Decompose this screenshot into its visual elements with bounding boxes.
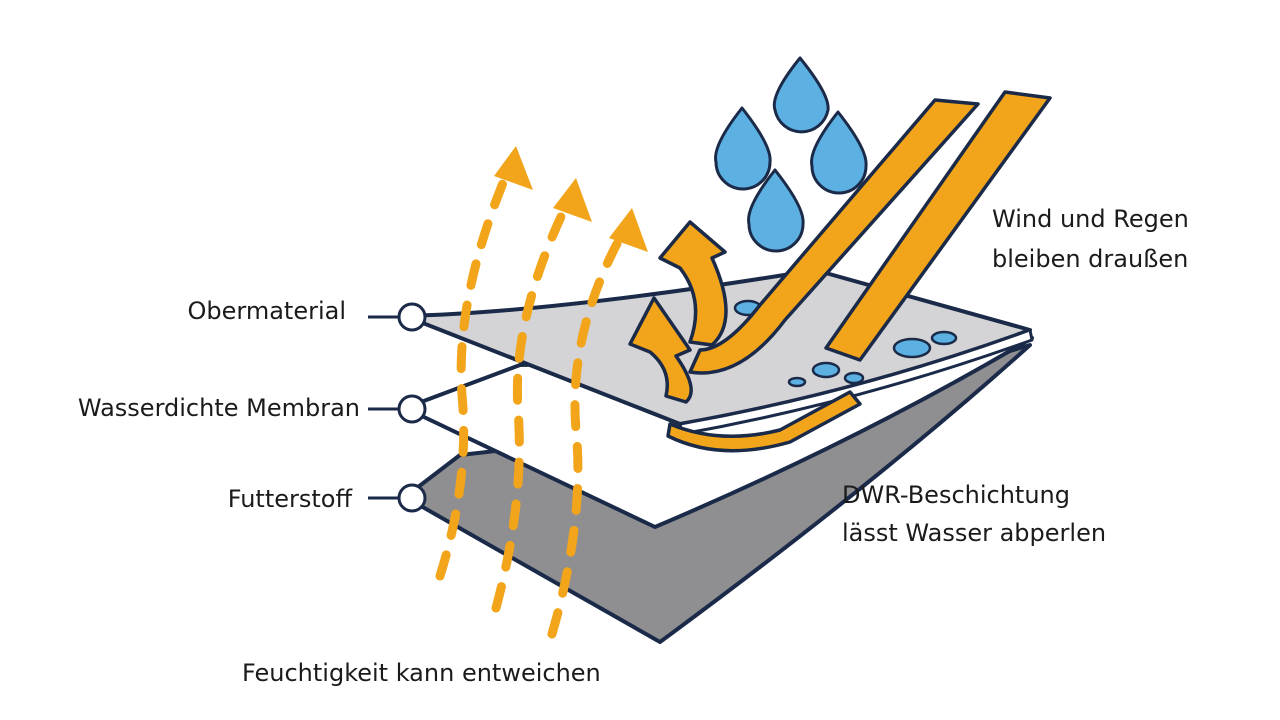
layer-edge-strip [678, 328, 1034, 436]
moisture-arrows [435, 173, 625, 639]
wind-underside-ribbon [666, 390, 862, 453]
label-membran: Wasserdichte Membran [77, 394, 360, 422]
moisture-path-2 [491, 203, 570, 613]
moisture-path-1 [435, 173, 510, 581]
annotation-wind-rain-line1: Wind und Regen [992, 205, 1189, 233]
raindrop-2 [714, 106, 772, 191]
moisture-head-2 [553, 178, 592, 222]
wind-ribbon-1 [688, 98, 980, 375]
annotation-dwr-line2: lässt Wasser abperlen [842, 519, 1107, 547]
label-obermaterial: Obermaterial [187, 297, 346, 325]
outer-marker [397, 302, 427, 332]
rain-drops [714, 56, 868, 253]
layer-markers [368, 302, 427, 513]
surface-droplets [733, 299, 958, 388]
raindrop-4 [747, 168, 805, 253]
membrane-marker [397, 394, 427, 424]
raindrop-1 [772, 56, 830, 134]
label-futterstoff: Futterstoff [227, 485, 352, 513]
raindrop-3 [810, 110, 868, 195]
moisture-arrowheads [494, 146, 648, 252]
annotation-wind-rain-line2: bleiben draußen [992, 245, 1189, 273]
bead-3 [930, 330, 958, 346]
moisture-head-3 [609, 208, 648, 252]
annotation-moisture: Feuchtigkeit kann entweichen [242, 659, 601, 687]
wind-ribbon-2 [824, 90, 1052, 362]
bead-5 [843, 371, 865, 385]
wind-arrowhead-1 [658, 220, 728, 347]
moisture-head-1 [494, 146, 533, 190]
moisture-path-3 [547, 233, 625, 639]
lining-marker [397, 483, 427, 513]
annotation-dwr-line1: DWR-Beschichtung [842, 481, 1070, 509]
bead-4 [811, 361, 841, 379]
wind-arrows [628, 90, 1052, 453]
bead-6 [787, 376, 807, 388]
bead-2 [892, 337, 932, 359]
wind-arrowhead-2 [628, 296, 693, 404]
